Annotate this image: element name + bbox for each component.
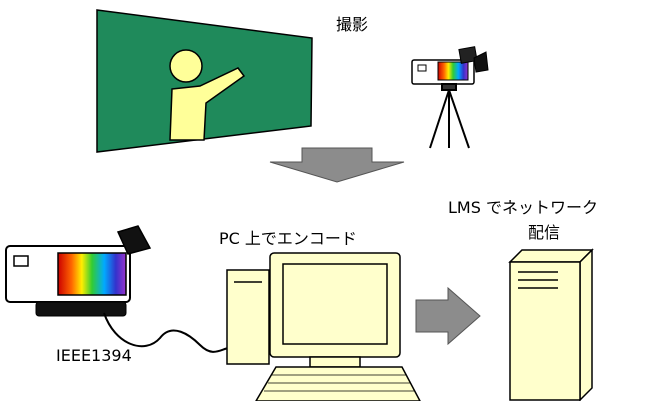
filming-label: 撮影 <box>336 15 368 34</box>
lecture-scene <box>96 9 313 153</box>
blackboard <box>96 9 313 153</box>
lms-label-line2: 配信 <box>528 223 560 242</box>
ieee1394-label: IEEE1394 <box>56 346 132 365</box>
right-arrow-icon <box>415 286 481 346</box>
ieee1394-cable <box>103 312 229 353</box>
tripod-icon <box>429 83 470 149</box>
lms-label-line1: LMS でネットワーク <box>448 198 598 217</box>
pc-computer-icon <box>226 252 422 402</box>
small-video-camera-icon <box>411 46 489 85</box>
pc-encode-label: PC 上でエンコード <box>219 229 357 248</box>
large-video-camera-icon <box>5 225 152 317</box>
presenter-figure <box>169 49 246 141</box>
server-icon <box>508 248 594 402</box>
down-arrow-icon <box>269 147 405 183</box>
